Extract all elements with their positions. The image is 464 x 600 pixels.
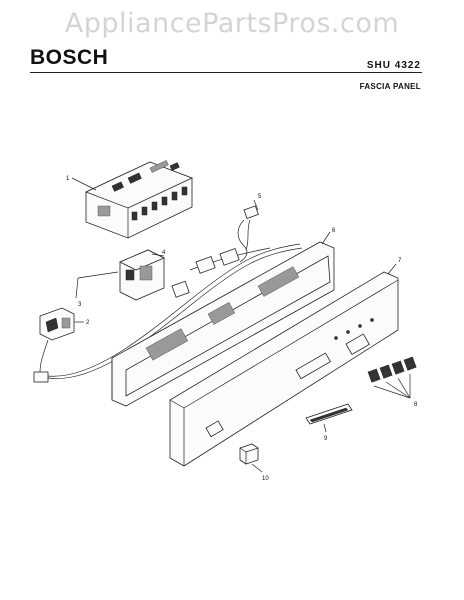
- wiring-harness: [47, 243, 303, 379]
- callout-10: 10: [262, 476, 269, 482]
- connector-part: [237, 199, 259, 263]
- section-title: FASCIA PANEL: [359, 82, 421, 91]
- brand-logo: BOSCH: [30, 46, 109, 69]
- callout-6: 6: [332, 228, 336, 234]
- watermark: AppliancePartsPros.com: [64, 8, 400, 39]
- callout-9: 9: [324, 436, 328, 442]
- model-number: SHU 4322: [366, 60, 421, 71]
- callout-7: 7: [398, 258, 402, 264]
- cap-part: [239, 443, 263, 473]
- callout-1: 1: [66, 176, 70, 182]
- header-rule: [30, 72, 422, 73]
- callout-4: 4: [162, 250, 166, 256]
- control-module-part: [71, 160, 194, 239]
- bracket-part: [75, 249, 165, 301]
- inner-panel-part: [111, 231, 335, 407]
- fascia-panel-part: [169, 263, 399, 467]
- callout-5: 5: [258, 194, 262, 200]
- callout-8: 8: [414, 402, 418, 408]
- button-caps-part: [367, 356, 417, 399]
- switch-part: [33, 307, 84, 383]
- callout-3: 3: [78, 302, 82, 308]
- handle-strip-part: [305, 403, 353, 433]
- callout-2: 2: [86, 320, 90, 326]
